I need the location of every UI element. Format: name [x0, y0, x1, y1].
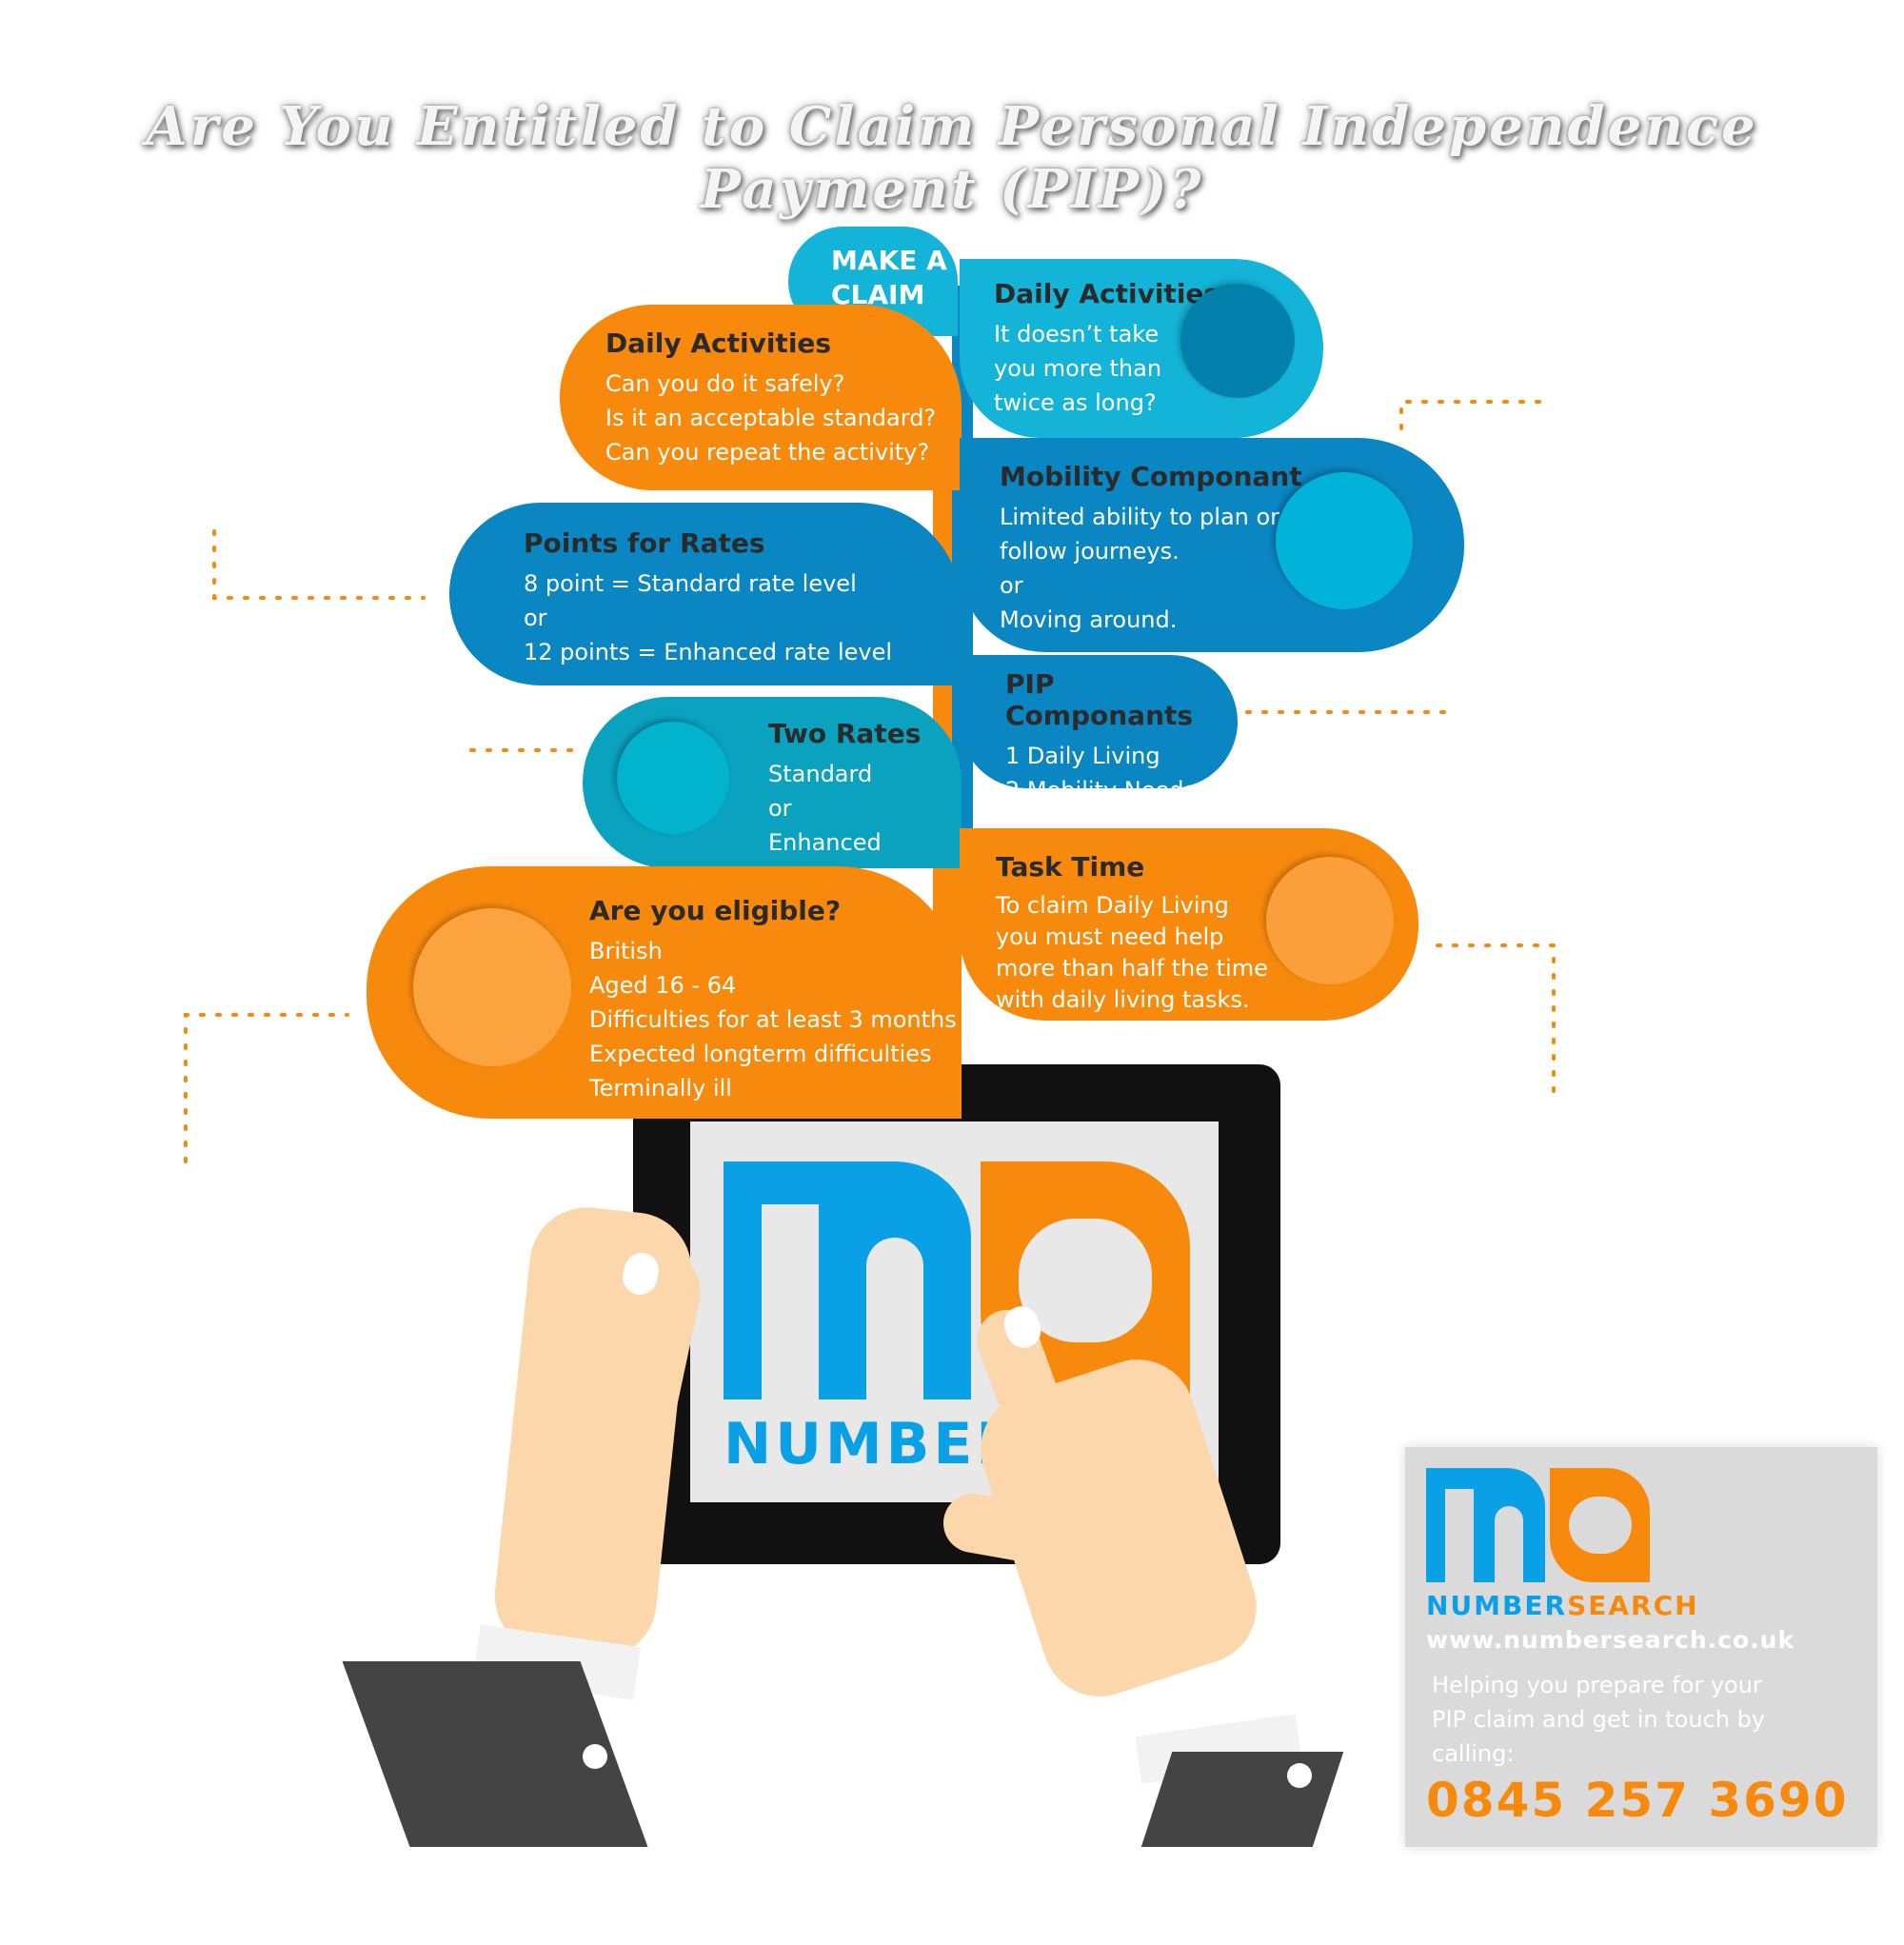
card-text-line: Helping you prepare for your: [1432, 1672, 1762, 1698]
bubble-line: or: [768, 795, 792, 822]
bubble-line: It doesn’t take: [994, 321, 1160, 347]
bubble-line: or: [1000, 572, 1023, 599]
card-logo-word: NUMBERSEARCH: [1426, 1590, 1699, 1621]
card-logo-word-number: NUMBER: [1426, 1590, 1568, 1621]
bubble-daily-activities-left: Daily Activities Can you do it safely? I…: [560, 305, 962, 490]
bubble-line: 1 Daily Living: [1005, 743, 1160, 769]
bubble-line: Expected longterm difficulties: [589, 1041, 932, 1067]
screen-logo-n-block: [724, 1161, 971, 1399]
card-description: Helping you prepare for your PIP claim a…: [1432, 1668, 1765, 1771]
bubble-line: Aged 16 - 64: [589, 972, 737, 999]
bubble-line: 8 point = Standard rate level: [524, 570, 857, 597]
bubble-task-time: Task Time To claim Daily Living you must…: [960, 828, 1418, 1021]
bubble-line: Moving around.: [1000, 606, 1178, 633]
bubble-line: you more than: [994, 355, 1162, 382]
bubble-line: 12 points = Enhanced rate level: [524, 639, 893, 665]
bubble-line: or: [524, 605, 547, 631]
bubble-line: Can you repeat the activity?: [605, 439, 930, 466]
card-text-line: calling:: [1432, 1740, 1515, 1767]
bubble-line: with daily living tasks.: [996, 986, 1250, 1013]
bubble-line: follow journeys.: [1000, 538, 1180, 565]
bubble-heading: Are you eligible?: [589, 895, 842, 926]
right-sleeve: [1140, 1752, 1344, 1847]
bubble-line: To claim Daily Living: [996, 892, 1229, 919]
bubble-heading: Points for Rates: [524, 527, 765, 559]
bubble-points-for-rates: Points for Rates 8 point = Standard rate…: [449, 503, 962, 685]
right-cuff-button: [1287, 1763, 1312, 1788]
bubble-line: Is it an acceptable standard?: [605, 405, 937, 431]
bubble-line: Terminally ill: [589, 1075, 732, 1102]
card-text-line: PIP claim and get in touch by: [1432, 1706, 1766, 1733]
screen-logo-n-gap: [762, 1204, 819, 1399]
decor-circle: [1266, 857, 1394, 984]
bubble-heading: Task Time: [996, 851, 1145, 883]
card-logo-n-gap2: [1495, 1506, 1523, 1582]
decor-circle: [617, 722, 729, 834]
screen-logo-s-gap: [1019, 1219, 1152, 1342]
screen-logo-word-number: NUMBER: [724, 1411, 1024, 1478]
bubble-heading: Two Rates: [768, 718, 922, 749]
card-phone[interactable]: 0845 257 3690: [1426, 1773, 1849, 1828]
card-logo-word-search: SEARCH: [1567, 1590, 1699, 1621]
bubble-heading: Daily Activities: [605, 327, 832, 359]
decor-circle: [1276, 472, 1413, 609]
bubble-line: Difficulties for at least 3 months: [589, 1006, 957, 1033]
decor-circle: [1180, 284, 1295, 398]
screen-logo-n-gap2: [866, 1238, 923, 1399]
card-logo-s-gap: [1569, 1497, 1632, 1554]
bubble-heading: PIP Componants: [1005, 668, 1194, 731]
card-logo-n-gap: [1445, 1489, 1474, 1582]
card-logo: NUMBERSEARCH: [1426, 1468, 1697, 1625]
page-title: Are You Entitled to Claim Personal Indep…: [146, 95, 1758, 221]
bubble-line: twice as long?: [994, 389, 1157, 416]
decor-circle: [413, 908, 571, 1066]
bubble-line: more than half the time: [996, 955, 1268, 982]
make-claim-line1: MAKE A: [831, 245, 947, 276]
bubble-line: 2 Mobility Needs: [1005, 777, 1196, 804]
bubble-heading: Daily Activities: [994, 278, 1220, 309]
card-logo-n-block: [1426, 1468, 1545, 1582]
bubble-line: Limited ability to plan or: [1000, 504, 1280, 530]
card-url[interactable]: www.numbersearch.co.uk: [1426, 1626, 1795, 1654]
bubble-line: British: [589, 938, 663, 964]
bubble-line: Standard: [768, 761, 873, 787]
bubble-pip-components: PIP Componants 1 Daily Living 2 Mobility…: [960, 655, 1238, 804]
bubble-line: you must need help: [996, 923, 1224, 950]
contact-card: NUMBERSEARCH www.numbersearch.co.uk Help…: [1405, 1447, 1877, 1847]
bubble-line: Can you do it safely?: [605, 370, 845, 397]
left-cuff-button: [583, 1744, 607, 1769]
bubble-heading: Mobility Componant: [1000, 461, 1302, 492]
bubble-line: Enhanced: [768, 829, 882, 856]
